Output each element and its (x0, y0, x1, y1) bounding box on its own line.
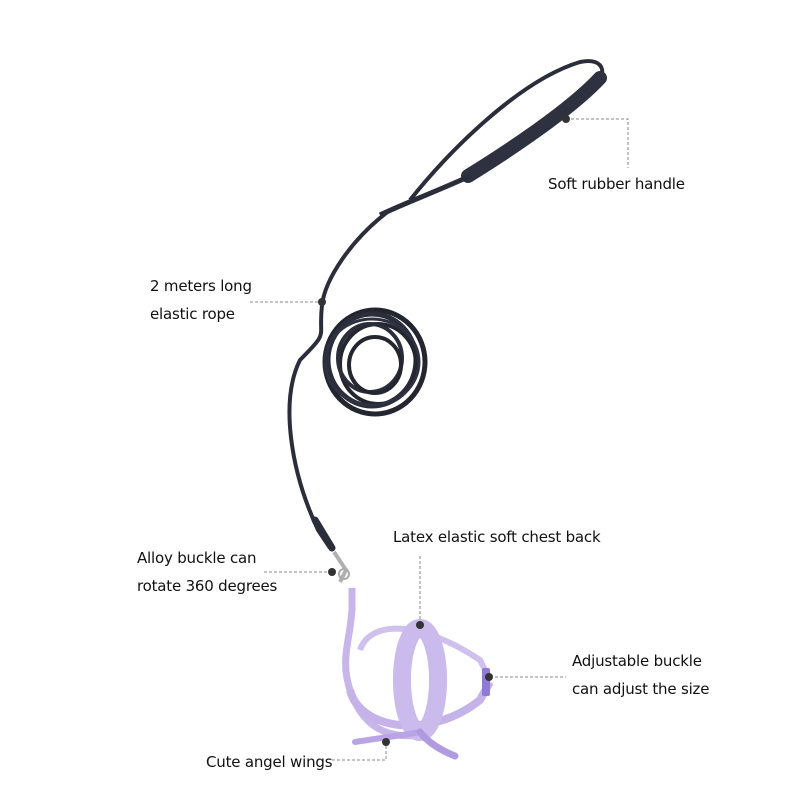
marker-dots (318, 115, 570, 746)
elastic-rope (287, 208, 428, 552)
label-wings: Cute angel wings (206, 753, 333, 771)
label-alloy-buckle: Alloy buckle can rotate 360 degrees (137, 549, 278, 595)
label-chest-back: Latex elastic soft chest back (393, 528, 601, 546)
label-rope: 2 meters long elastic rope (150, 277, 252, 323)
label-adjustable-buckle: Adjustable buckle can adjust the size (572, 652, 710, 698)
harness (342, 588, 494, 760)
leader-lines (250, 118, 629, 761)
label-handle: Soft rubber handle (548, 175, 685, 193)
alloy-buckle (332, 550, 350, 583)
